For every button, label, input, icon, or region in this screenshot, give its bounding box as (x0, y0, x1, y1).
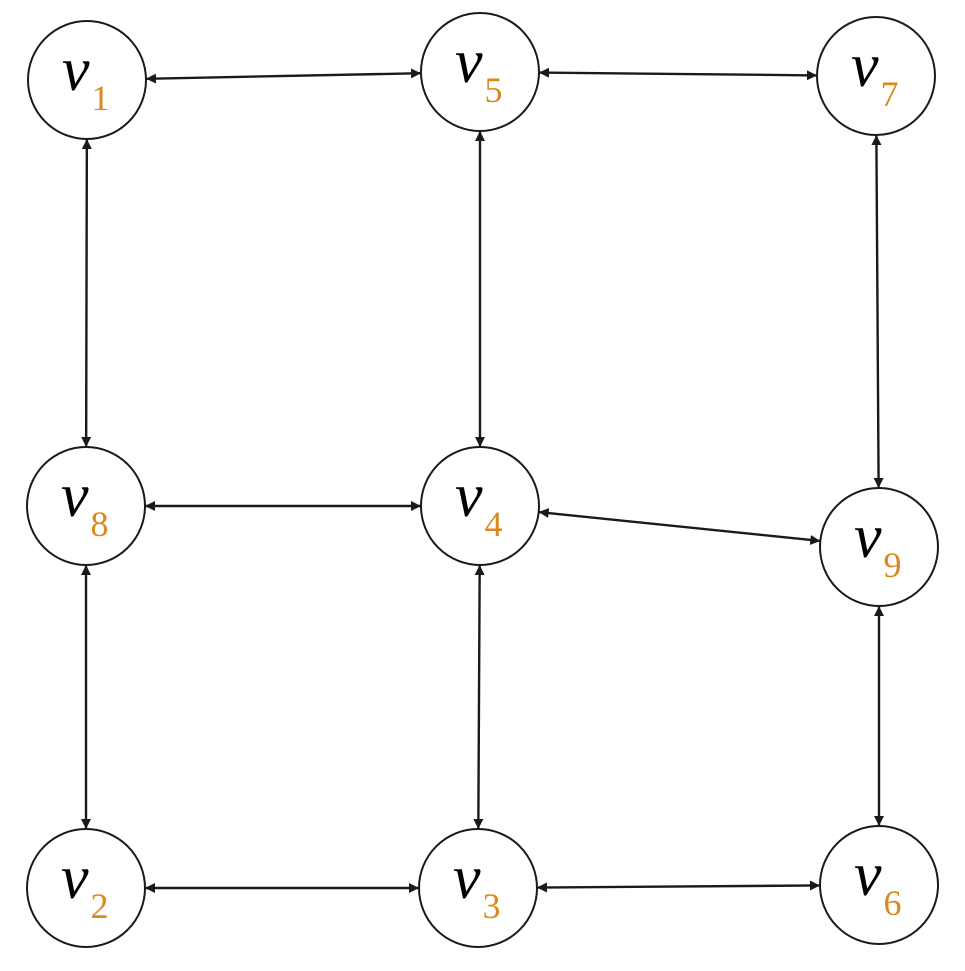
edge-v1-v5 (145, 68, 422, 84)
node-label-letter: v (453, 844, 481, 912)
node-label-letter: v (851, 32, 879, 100)
node-label: v1 (62, 36, 110, 118)
node-label: v6 (854, 841, 902, 923)
edges (81, 67, 884, 893)
node-v1: v1 (27, 20, 147, 140)
node-label-subscript: 7 (881, 74, 899, 114)
node-label-letter: v (854, 841, 882, 909)
node-label-letter: v (455, 462, 483, 530)
node-label-subscript: 9 (884, 545, 902, 585)
node-circle (418, 828, 538, 948)
node-label-subscript: 5 (485, 70, 503, 110)
node-label-subscript: 6 (884, 883, 902, 923)
edge-v5-v7 (538, 67, 818, 81)
node-circle (420, 12, 540, 132)
node-v5: v5 (420, 12, 540, 132)
node-circle (819, 825, 939, 945)
node-v7: v7 (816, 16, 936, 136)
edge-v1-v8 (81, 138, 92, 448)
node-circle (819, 487, 939, 607)
node-label-letter: v (455, 28, 483, 96)
node-label-subscript: 3 (483, 886, 501, 926)
node-circle (26, 446, 146, 566)
node-label-letter: v (61, 844, 89, 912)
node-label: v3 (453, 844, 501, 926)
node-v9: v9 (819, 487, 939, 607)
node-label-subscript: 1 (92, 78, 110, 118)
node-label: v2 (61, 844, 109, 926)
node-circle (27, 20, 147, 140)
node-circle (26, 828, 146, 948)
edge-v4-v3 (473, 564, 485, 830)
node-label-subscript: 4 (485, 504, 503, 544)
node-circle (816, 16, 936, 136)
node-v4: v4 (420, 446, 540, 566)
node-v2: v2 (26, 828, 146, 948)
node-label-letter: v (62, 36, 90, 104)
node-label: v4 (455, 462, 503, 544)
node-v3: v3 (418, 828, 538, 948)
node-circle (420, 446, 540, 566)
node-v8: v8 (26, 446, 146, 566)
node-label: v8 (61, 462, 109, 544)
edge-v3-v6 (536, 880, 821, 893)
edge-v4-v9 (538, 508, 821, 545)
node-label: v5 (455, 28, 503, 110)
node-label-subscript: 2 (91, 886, 109, 926)
node-label: v7 (851, 32, 899, 114)
node-label-letter: v (61, 462, 89, 530)
node-label-letter: v (854, 503, 882, 571)
node-label-subscript: 8 (91, 504, 109, 544)
edge-v7-v9 (871, 134, 884, 489)
node-label: v9 (854, 503, 902, 585)
node-v6: v6 (819, 825, 939, 945)
